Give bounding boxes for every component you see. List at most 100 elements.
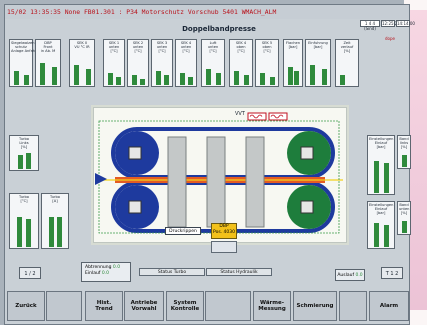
bottom-button-9[interactable]: Alarm	[369, 291, 409, 321]
auslauf-value: 0.0	[355, 273, 363, 278]
abtrennung-panel: Abtrennung 0.0 Einlauf 0.0	[81, 262, 131, 282]
roll-marker-tl	[128, 146, 142, 160]
turbo-amp-bar	[49, 217, 54, 247]
einlauf-label: Einlauf	[85, 271, 101, 276]
meter-bar-2	[294, 71, 299, 85]
meter-label: SEK 2 unten [°C]	[132, 41, 144, 53]
meter-top-11: Einfuhrung [bar]	[305, 39, 331, 87]
turbo-amp-label: Turbo [A]	[50, 195, 60, 203]
meter-label: SEK 1 unten [°C]	[108, 41, 120, 53]
meter-bar-2	[24, 75, 29, 85]
meter-bar	[156, 71, 161, 85]
meter-label: Flachen [bar]	[285, 41, 300, 49]
vvt-indicator-1	[247, 112, 267, 121]
drucknippen-box: Druckrippen	[165, 227, 201, 235]
meter-bar	[310, 65, 315, 85]
press-plate-2	[206, 136, 226, 228]
meter-top-10: Flachen [bar]	[283, 39, 303, 87]
status-hydraulik[interactable]: Status Hydraulik	[206, 268, 272, 276]
band-unten-label: Band unten [%]	[399, 203, 410, 215]
bottom-button-5[interactable]	[205, 291, 251, 321]
roll-marker-tr	[300, 146, 314, 160]
turbo-links-label: Turbo Links [%]	[19, 137, 29, 149]
dbp-controls[interactable]	[211, 241, 237, 253]
dbp-position-badge[interactable]: DBP Pos. 4030	[211, 223, 237, 239]
status-turbo[interactable]: Status Turbo	[139, 268, 205, 276]
bottom-button-2[interactable]: Hist. Trend	[85, 291, 123, 321]
page-title: Doppelbandpresse	[182, 25, 256, 33]
meter-bar-2	[270, 77, 275, 85]
meter-label: Einfuhrung [bar]	[308, 41, 328, 49]
turbo-temp-meter: Turbo [°C]	[9, 193, 39, 249]
press-plate-3	[245, 136, 265, 228]
einlauf-label-bottom: Einstellungen Einlauf [bar]	[369, 203, 394, 215]
bottom-button-4[interactable]: System Kontrolle	[166, 291, 204, 321]
meter-bar	[40, 63, 45, 85]
meter-bar	[108, 73, 113, 85]
abtrennung-value: 0.0	[112, 265, 121, 270]
meter-bar-2	[52, 67, 57, 85]
einlauf-meter-bottom: Einstellungen Einlauf [bar]	[367, 201, 395, 249]
roll-marker-br	[300, 200, 314, 214]
alarm-titlebar[interactable]: 15/02 13:35:35 None FB01.301 : P34 Motor…	[5, 5, 409, 19]
meter-bar	[14, 71, 19, 85]
auslauf-label: Auslauf	[337, 273, 355, 278]
meter-bar-2	[140, 79, 145, 85]
page-back-button[interactable]: 1 / 2	[19, 267, 41, 279]
turbo-links-meter: Turbo Links [%]	[9, 135, 39, 171]
band-unten-meter: Band unten [%]	[397, 201, 411, 235]
meter-label: SEK 5 oben [°C]	[261, 41, 273, 53]
turbo-amp-bar-2	[57, 217, 62, 247]
header-right-label: dope	[385, 36, 395, 41]
bottom-button-8[interactable]	[339, 291, 367, 321]
meter-bar	[234, 71, 239, 85]
turbo-amp-meter: Turbo [A]	[41, 193, 69, 249]
meter-top-1: DBP Front in Ab. M	[35, 39, 61, 87]
auslauf-panel: Auslauf 0.0	[335, 269, 365, 281]
einlauf-meter-top: Einstellungen Einlauf [bar]	[367, 135, 395, 195]
meter-bar	[340, 75, 345, 85]
meter-label: Luft unten [°C]	[207, 41, 219, 53]
header-box-left: 1 4 4 (Sind)	[360, 20, 380, 31]
meter-top-6: SEK 4 unten [°C]	[175, 39, 197, 87]
bottom-button-1[interactable]	[46, 291, 82, 321]
meter-top-0: Siegelwalzen schutz Anlage Anfahr	[9, 39, 37, 87]
page-forward-button[interactable]: T 1 2	[381, 267, 403, 279]
wave-icon	[270, 114, 284, 119]
press-diagram: VVT Druckrippen	[91, 105, 349, 245]
turbo-links-bar	[18, 155, 23, 169]
bottom-button-3[interactable]: Antriebe Vorwahl	[124, 291, 164, 321]
turbo-temp-bar	[17, 217, 22, 247]
meter-top-3: SEK 1 unten [°C]	[103, 39, 125, 87]
meter-bar-2	[188, 77, 193, 85]
meter-label: SEK 0 VU °C IR	[74, 41, 90, 49]
turbo-temp-bar-2	[26, 219, 31, 247]
meter-label: Siegelwalzen schutz Anlage Anfahr	[11, 41, 37, 53]
einlauf-bar-b	[384, 163, 389, 193]
meter-bar	[74, 65, 79, 85]
hmi-screen: 15/02 13:35:35 None FB01.301 : P34 Motor…	[4, 4, 415, 325]
meter-bar-2	[86, 69, 91, 85]
turbo-temp-label: Turbo [°C]	[19, 195, 29, 203]
meter-bar	[260, 73, 265, 85]
meter-bar-2	[216, 73, 221, 85]
header-box-right: 14:14:00	[396, 20, 415, 27]
meter-bar-2	[116, 77, 121, 85]
side-stripe	[410, 10, 427, 310]
meter-bar-2	[244, 75, 249, 85]
meter-top-9: SEK 5 oben [°C]	[255, 39, 279, 87]
bottom-button-0[interactable]: Zurück	[7, 291, 45, 321]
infeed-arrow-icon	[95, 173, 107, 185]
bottom-button-7[interactable]: Schmierung	[293, 291, 337, 321]
press-plate-1	[167, 136, 187, 228]
meter-bar	[206, 69, 211, 85]
turbo-links-bar-2	[26, 153, 31, 169]
header-box-mid: 12:25:20	[381, 20, 400, 27]
einlauf-bar-c	[374, 223, 379, 247]
wave-icon	[249, 114, 263, 119]
einlauf-bar-d	[384, 225, 389, 247]
meter-top-2: SEK 0 VU °C IR	[69, 39, 95, 87]
bottom-button-6[interactable]: Wärme- Messung	[253, 291, 291, 321]
meter-top-7: Luft unten [°C]	[201, 39, 225, 87]
vvt-indicator-2	[268, 112, 288, 121]
